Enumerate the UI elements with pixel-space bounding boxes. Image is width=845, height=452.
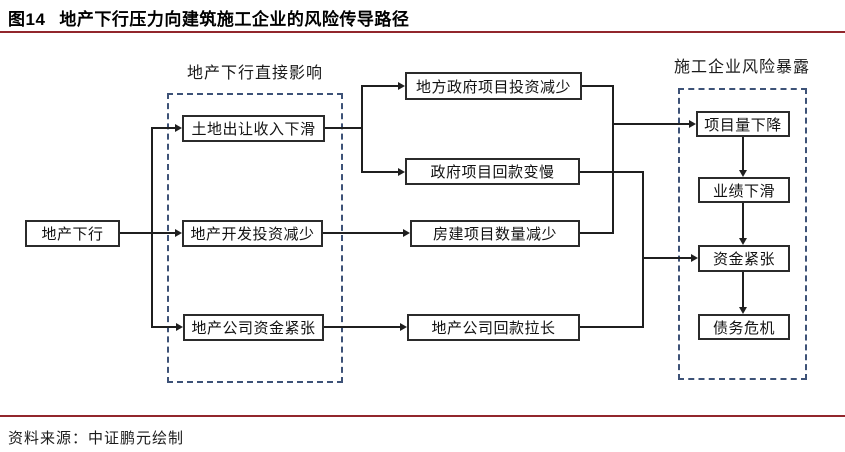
edge-dev-funds-to-payback-line — [324, 326, 401, 328]
node-developer-payback-longer: 地产公司回款拉长 — [407, 314, 580, 341]
group-label-direct-impact: 地产下行直接影响 — [186, 65, 323, 82]
edge-performance-to-funds-line — [742, 203, 744, 239]
node-land-sale-revenue-decline: 土地出让收入下滑 — [182, 115, 325, 142]
edge-housing-out-line — [580, 232, 614, 234]
node-performance-decline: 业绩下滑 — [698, 177, 790, 203]
edge-gov-payback-out-line — [580, 171, 644, 173]
node-property-downturn: 地产下行 — [25, 220, 120, 247]
bottom-divider — [0, 415, 845, 417]
edge-gov-invest-out-line — [582, 85, 614, 87]
figure-title: 图14 地产下行压力向建筑施工企业的风险传导路径 — [8, 5, 409, 30]
edge-to-funds-tight-line — [643, 257, 692, 259]
arrow-to-housing-projects-icon — [403, 229, 410, 237]
edge-dev-payback-out-line — [580, 326, 644, 328]
arrow-to-funds-tight-icon — [691, 254, 698, 262]
node-local-gov-investment-decline: 地方政府项目投资减少 — [405, 72, 582, 100]
arrow-to-funds-icon — [739, 238, 747, 245]
node-project-volume-drop: 项目量下降 — [696, 111, 790, 137]
edge-funds-merge-line — [642, 171, 644, 328]
arrow-to-dev-invest-icon — [175, 229, 182, 237]
node-developer-funds-tight: 地产公司资金紧张 — [183, 314, 324, 341]
node-gov-project-payback-slower: 政府项目回款变慢 — [405, 158, 580, 185]
edge-to-project-volume-line — [613, 123, 690, 125]
node-debt-crisis: 债务危机 — [698, 314, 790, 340]
node-housing-project-count-decline: 房建项目数量减少 — [410, 220, 580, 247]
edge-origin-trunk-line — [120, 232, 176, 234]
arrow-to-debt-crisis-icon — [739, 307, 747, 314]
arrow-to-performance-icon — [739, 170, 747, 177]
arrow-to-dev-funds-icon — [176, 323, 183, 331]
edge-to-gov-invest-line — [361, 85, 399, 87]
arrow-to-project-volume-icon — [689, 120, 696, 128]
edge-land-revenue-branch-line — [361, 85, 363, 173]
edge-origin-branch-line — [151, 127, 153, 328]
figure-number: 图14 — [8, 10, 46, 29]
edge-to-gov-payback-line — [361, 171, 399, 173]
risk-exposure-group-box — [678, 88, 807, 380]
edge-origin-to-dev-funds-line — [151, 326, 177, 328]
arrow-to-gov-invest-icon — [398, 82, 405, 90]
edge-funds-to-debt-line — [742, 272, 744, 308]
edge-volume-to-performance-line — [742, 137, 744, 171]
top-divider — [0, 31, 845, 33]
edge-project-volume-merge-line — [612, 85, 614, 234]
group-label-risk-exposure: 施工企业风险暴露 — [673, 59, 810, 76]
direct-impact-group-box — [167, 93, 343, 383]
node-dev-investment-decline: 地产开发投资减少 — [182, 220, 323, 247]
arrow-to-dev-payback-icon — [400, 323, 407, 331]
source-note: 资料来源：中证鹏元绘制 — [8, 430, 185, 447]
edge-dev-invest-to-housing-line — [323, 232, 404, 234]
edge-land-revenue-out-line — [325, 127, 363, 129]
arrow-to-land-revenue-icon — [175, 124, 182, 132]
edge-origin-to-land-revenue-line — [151, 127, 176, 129]
node-funds-tight: 资金紧张 — [698, 245, 790, 272]
figure-title-text: 地产下行压力向建筑施工企业的风险传导路径 — [59, 10, 410, 29]
arrow-to-gov-payback-icon — [398, 168, 405, 176]
